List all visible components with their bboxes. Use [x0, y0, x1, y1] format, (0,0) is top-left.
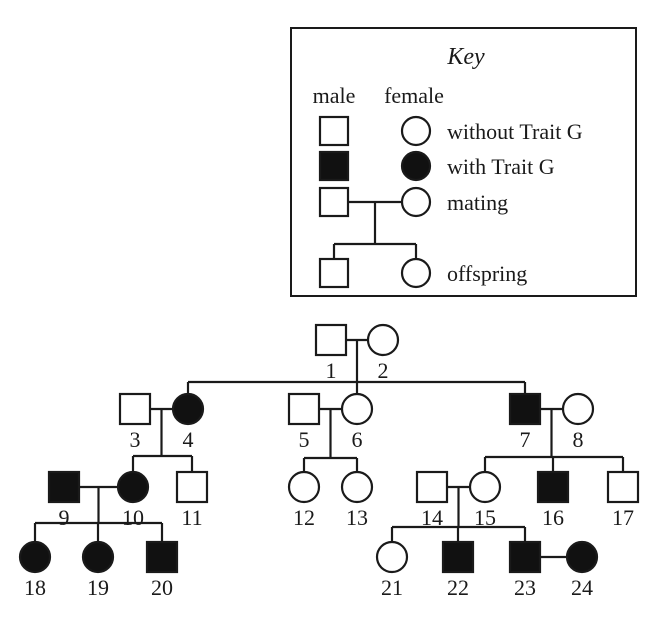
individual-6-label: 6	[352, 427, 363, 452]
individual-6-female-symbol	[340, 392, 374, 426]
individual-17-label: 17	[612, 505, 634, 530]
individual-20-label: 20	[151, 575, 173, 600]
individual-18-female-symbol	[18, 540, 52, 574]
key-with-label: with Trait G	[447, 154, 555, 179]
individual-10-female-symbol	[116, 470, 150, 504]
individual-22-male-symbol	[441, 540, 475, 574]
key-box: Key male female without Trait G with Tra…	[290, 27, 637, 297]
individual-5-male-symbol	[287, 392, 321, 426]
individual-16-male-symbol	[536, 470, 570, 504]
individual-12-female-symbol	[287, 470, 321, 504]
key-title: Key	[446, 44, 485, 70]
individual-12-label: 12	[293, 505, 315, 530]
individual-4-label: 4	[183, 427, 194, 452]
individual-15-label: 15	[474, 505, 496, 530]
individual-14-label: 14	[421, 505, 443, 530]
individual-7-label: 7	[520, 427, 531, 452]
individual-3-male-symbol	[118, 392, 152, 426]
individual-5-label: 5	[299, 427, 310, 452]
individual-3-label: 3	[130, 427, 141, 452]
individual-9-male-symbol	[47, 470, 81, 504]
individual-11-male-symbol	[175, 470, 209, 504]
key-mating-male-symbol	[318, 186, 350, 218]
individual-19-label: 19	[87, 575, 109, 600]
individual-1-male-symbol	[314, 323, 348, 357]
individual-11-label: 11	[181, 505, 202, 530]
key-female-with-symbol	[400, 150, 432, 182]
individual-2-female-symbol	[366, 323, 400, 357]
individual-13-label: 13	[346, 505, 368, 530]
individual-19-female-symbol	[81, 540, 115, 574]
key-offspring-female-symbol	[400, 257, 432, 289]
individual-8-female-symbol	[561, 392, 595, 426]
individual-24-female-symbol	[565, 540, 599, 574]
individual-20-male-symbol	[145, 540, 179, 574]
individual-10-label: 10	[122, 505, 144, 530]
key-offspring-label: offspring	[447, 261, 527, 286]
individual-14-male-symbol	[415, 470, 449, 504]
key-mating-female-symbol	[400, 186, 432, 218]
key-mating-label: mating	[447, 190, 508, 215]
individual-24-label: 24	[571, 575, 593, 600]
key-male-with-symbol	[318, 150, 350, 182]
key-male-without-symbol	[318, 115, 350, 147]
key-male-label: male	[313, 83, 356, 108]
pedigree-lines	[33, 338, 625, 559]
key-offspring-male-symbol	[318, 257, 350, 289]
individual-9-label: 9	[59, 505, 70, 530]
individual-22-label: 22	[447, 575, 469, 600]
key-female-label: female	[384, 83, 444, 108]
individual-8-label: 8	[573, 427, 584, 452]
individual-21-label: 21	[381, 575, 403, 600]
individual-18-label: 18	[24, 575, 46, 600]
individual-15-female-symbol	[468, 470, 502, 504]
individual-2-label: 2	[378, 358, 389, 383]
individual-16-label: 16	[542, 505, 564, 530]
individual-1-label: 1	[326, 358, 337, 383]
individual-4-female-symbol	[171, 392, 205, 426]
individual-7-male-symbol	[508, 392, 542, 426]
key-female-without-symbol	[400, 115, 432, 147]
individual-21-female-symbol	[375, 540, 409, 574]
individual-23-male-symbol	[508, 540, 542, 574]
individual-23-label: 23	[514, 575, 536, 600]
key-without-label: without Trait G	[447, 119, 583, 144]
individual-13-female-symbol	[340, 470, 374, 504]
individual-17-male-symbol	[606, 470, 640, 504]
